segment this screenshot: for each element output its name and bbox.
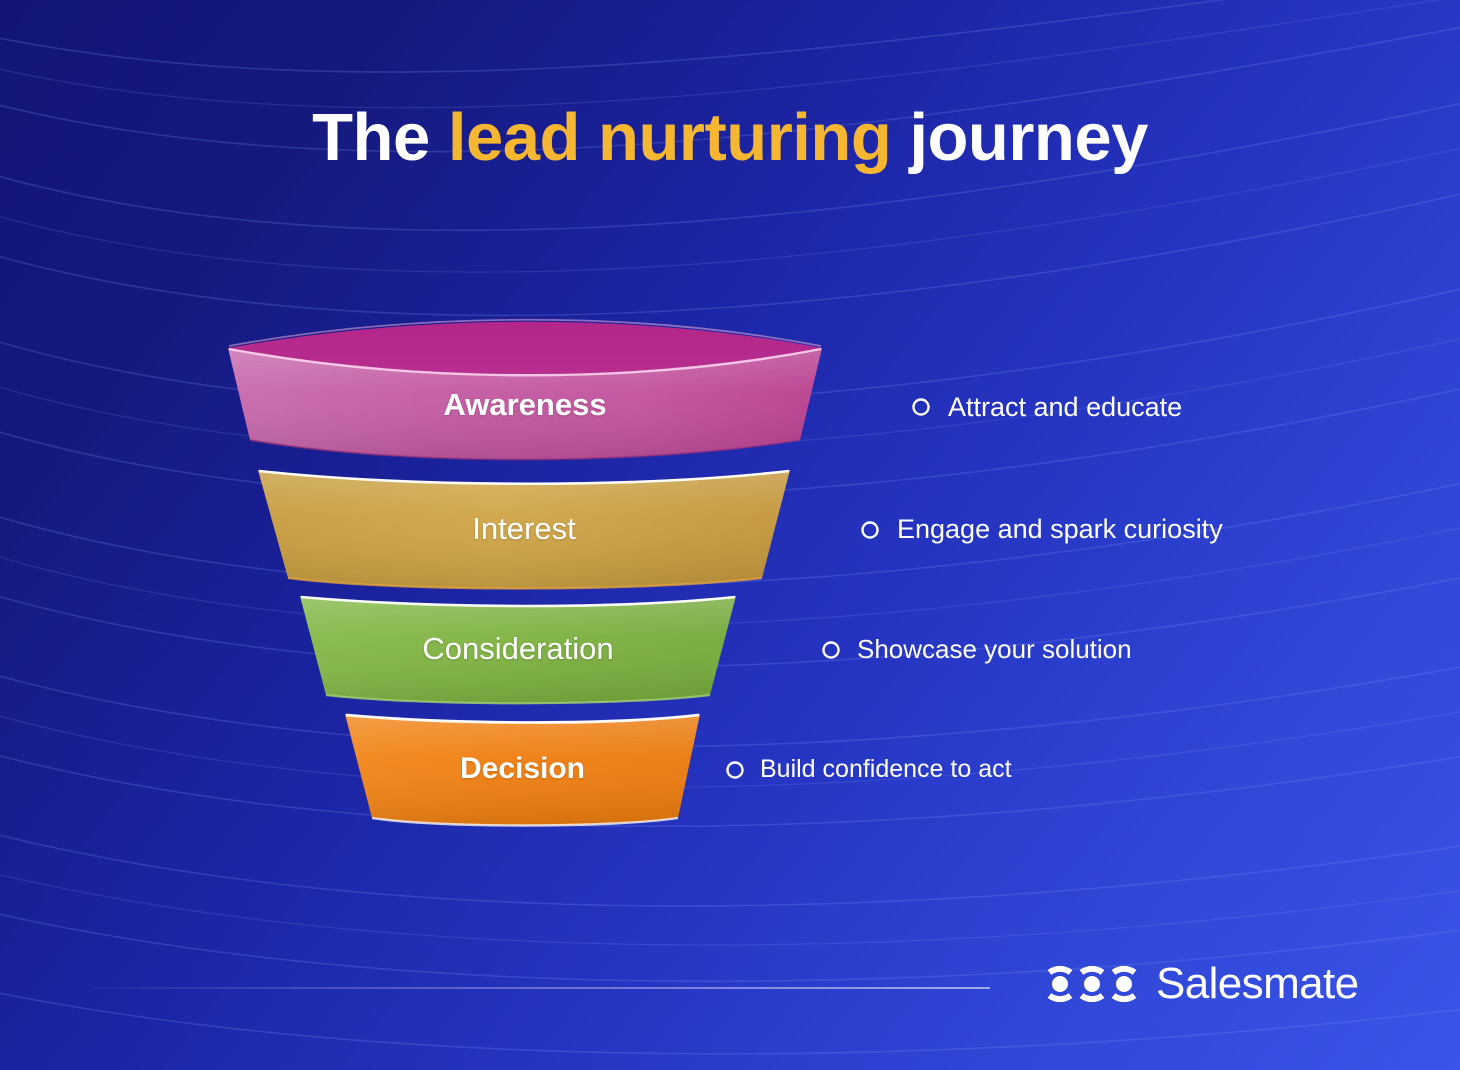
callout-marker-icon: [861, 521, 879, 539]
brand-name: Salesmate: [1156, 959, 1359, 1008]
callout-line-decision: [694, 761, 744, 779]
callout-line-consideration: [722, 641, 840, 659]
title-part-2: journey: [891, 100, 1148, 175]
title-accent: lead nurturing: [447, 100, 892, 175]
funnel-label-awareness: Awareness: [443, 387, 607, 422]
callout-text-interest: Engage and spark curiosity: [897, 514, 1223, 544]
callout-marker-icon: [822, 641, 840, 659]
callout-marker-icon: [726, 761, 744, 779]
funnel-label-interest: Interest: [472, 511, 576, 546]
callout-line-awareness: [808, 398, 930, 416]
page-title: The lead nurturing journey: [0, 104, 1460, 171]
salesmate-chain-logo-icon: [1047, 965, 1137, 1003]
callout-marker-icon: [912, 398, 930, 416]
brand-logo: Salesmate: [1046, 958, 1359, 1010]
funnel-label-consideration: Consideration: [422, 631, 614, 666]
callout-text-awareness: Attract and educate: [948, 392, 1183, 422]
funnel-label-decision: Decision: [459, 752, 586, 785]
footer-divider: [90, 987, 990, 989]
callout-text-decision: Build confidence to act: [760, 755, 1012, 783]
title-part-1: The: [312, 100, 448, 175]
callout-text-consideration: Showcase your solution: [857, 634, 1132, 664]
